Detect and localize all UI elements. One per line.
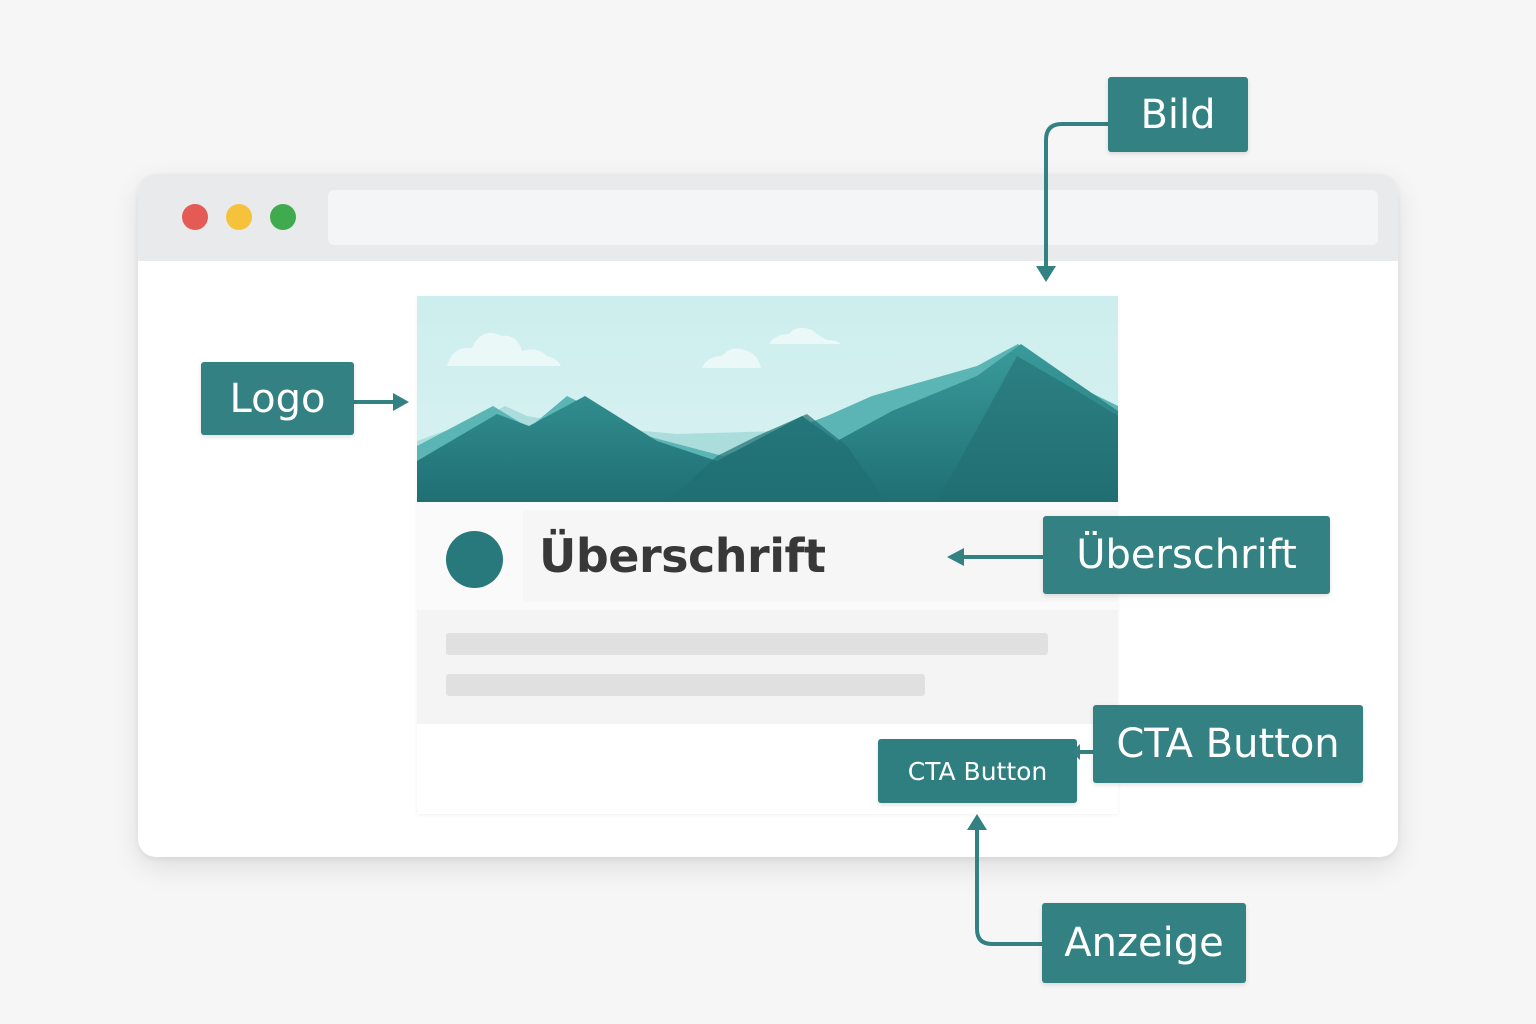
browser-titlebar: [138, 174, 1398, 261]
annotation-label-bild: Bild: [1108, 77, 1248, 152]
cloud-icon: [447, 327, 841, 368]
minimize-window-icon[interactable]: [226, 204, 252, 230]
logo-circle-icon: [446, 531, 503, 588]
maximize-window-icon[interactable]: [270, 204, 296, 230]
headline-box: Überschrift: [523, 510, 1118, 602]
annotation-label-logo: Logo: [201, 362, 354, 435]
text-placeholder-line: [446, 633, 1048, 655]
body-text-block: [417, 610, 1118, 724]
address-bar[interactable]: [328, 190, 1378, 245]
headline-text: Überschrift: [539, 529, 826, 583]
text-placeholder-line: [446, 674, 925, 696]
headline-row: Überschrift: [417, 502, 1118, 610]
annotation-label-anzeige: Anzeige: [1042, 903, 1246, 983]
cta-button[interactable]: CTA Button: [878, 739, 1077, 803]
ad-card: Überschrift CTA Button: [417, 296, 1118, 814]
annotation-label-ueberschrift: Überschrift: [1043, 516, 1330, 594]
annotation-label-cta: CTA Button: [1093, 705, 1363, 783]
hero-image-mountains: [417, 296, 1118, 502]
close-window-icon[interactable]: [182, 204, 208, 230]
browser-window: Überschrift CTA Button: [138, 174, 1398, 857]
